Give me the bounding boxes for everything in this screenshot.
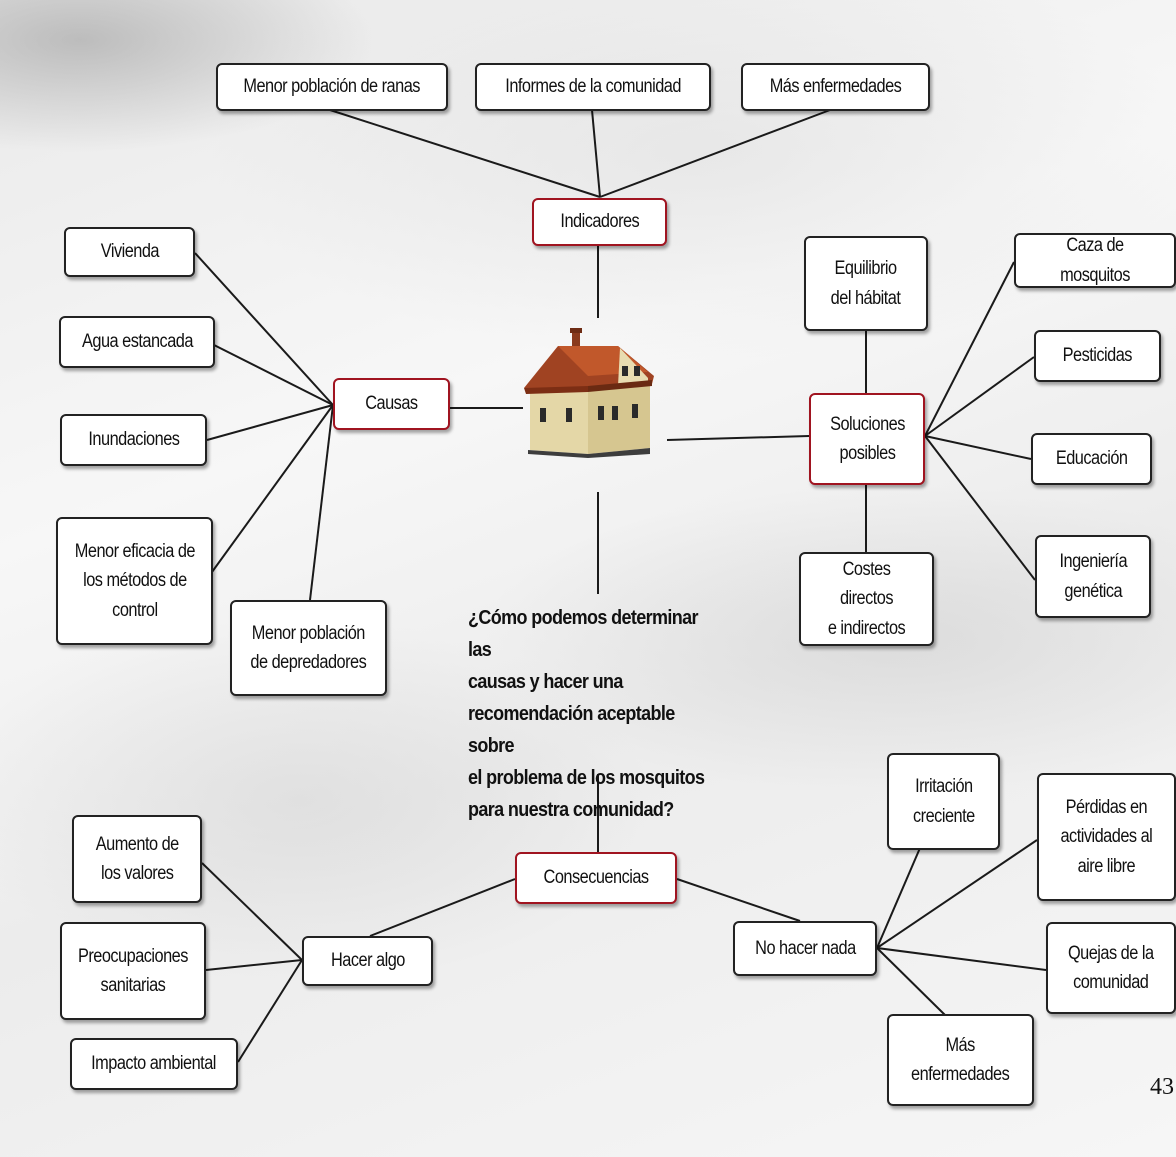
link-valores bbox=[201, 862, 303, 961]
node-soluciones-posibles: Soluciones posibles bbox=[809, 393, 925, 485]
node-ingenieria-genetica: Ingeniería genética bbox=[1035, 535, 1151, 618]
link-informes bbox=[591, 109, 601, 198]
node-menor-poblacion-ranas: Menor población de ranas bbox=[216, 63, 448, 111]
node-pesticidas: Pesticidas bbox=[1034, 330, 1161, 382]
link-enfermedades-top bbox=[599, 109, 831, 198]
node-vivienda: Vivienda bbox=[64, 227, 195, 277]
link-inundaciones bbox=[206, 404, 334, 441]
node-indicadores: Indicadores bbox=[532, 198, 667, 246]
link-irritacion bbox=[876, 847, 921, 949]
node-menor-poblacion-depredadores: Menor población de depredadores bbox=[230, 600, 387, 696]
node-impacto-ambiental: Impacto ambiental bbox=[70, 1038, 238, 1090]
node-quejas-comunidad: Quejas de la comunidad bbox=[1046, 922, 1176, 1014]
node-hacer-algo: Hacer algo bbox=[302, 936, 433, 986]
link-eficacia bbox=[211, 404, 334, 573]
node-preocupaciones-sanitarias: Preocupaciones sanitarias bbox=[60, 922, 206, 1020]
central-question: ¿Cómo podemos determinar las causas y ha… bbox=[468, 607, 705, 821]
node-mas-enfermedades-bottom: Más enfermedades bbox=[887, 1014, 1034, 1106]
link-caza bbox=[924, 261, 1015, 437]
link-depredadores bbox=[309, 404, 334, 601]
link-pesticidas bbox=[924, 356, 1035, 437]
node-caza-mosquitos: Caza de mosquitos bbox=[1014, 233, 1176, 288]
link-quejas bbox=[876, 947, 1047, 971]
node-consecuencias: Consecuencias bbox=[515, 852, 677, 904]
node-irritacion-creciente: Irritación creciente bbox=[887, 753, 1000, 850]
node-causas: Causas bbox=[333, 378, 450, 430]
link-no-hacer bbox=[676, 878, 801, 922]
link-perdidas bbox=[876, 839, 1038, 949]
link-impacto bbox=[237, 959, 303, 1063]
house-icon bbox=[522, 326, 654, 463]
node-perdidas-actividades: Pérdidas en actividades al aire libre bbox=[1037, 773, 1176, 901]
node-no-hacer-nada: No hacer nada bbox=[733, 921, 877, 976]
link-ranas bbox=[329, 109, 601, 198]
link-sanitarias bbox=[205, 959, 303, 971]
link-soluciones-center bbox=[666, 435, 810, 441]
node-informes-comunidad: Informes de la comunidad bbox=[475, 63, 711, 111]
link-educacion bbox=[924, 435, 1032, 460]
node-mas-enfermedades-top: Más enfermedades bbox=[741, 63, 930, 111]
link-enfermedades-bottom bbox=[876, 947, 946, 1016]
node-equilibrio-habitat: Equilibrio del hábitat bbox=[804, 236, 928, 331]
node-aumento-valores: Aumento de los valores bbox=[72, 815, 202, 903]
node-menor-eficacia: Menor eficacia de los métodos de control bbox=[56, 517, 213, 645]
node-costes-directos: Costes directos e indirectos bbox=[799, 552, 934, 646]
node-inundaciones: Inundaciones bbox=[60, 414, 207, 466]
node-agua-estancada: Agua estancada bbox=[59, 316, 215, 368]
page-number: 43 bbox=[1150, 1074, 1174, 1100]
link-vivienda bbox=[194, 252, 334, 406]
link-agua bbox=[213, 344, 334, 406]
node-educacion: Educación bbox=[1031, 433, 1152, 485]
link-ingenieria bbox=[924, 435, 1036, 581]
link-hacer-algo bbox=[369, 878, 516, 937]
